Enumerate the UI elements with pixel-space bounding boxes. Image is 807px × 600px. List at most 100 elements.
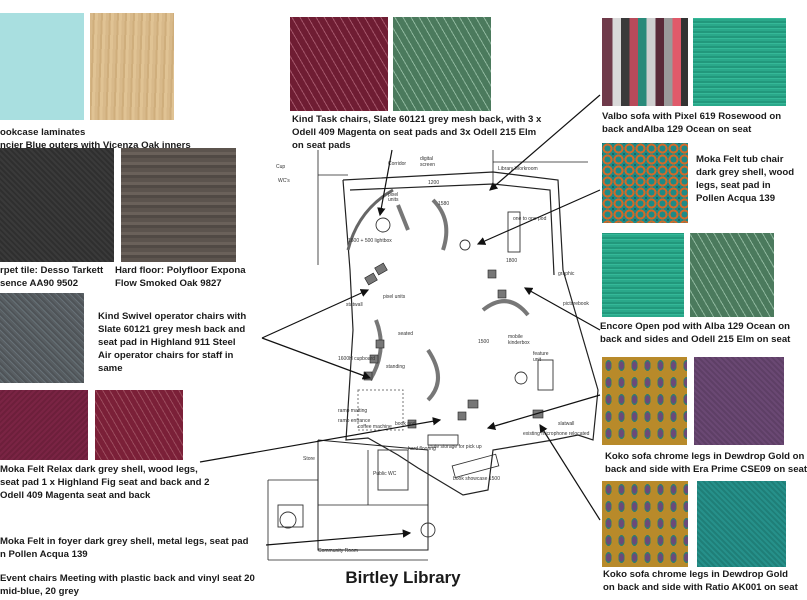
plan-label-statwall: statwall [346,302,363,308]
era-prime-swatch [694,357,784,445]
plan-chair [457,411,467,421]
plan-label-store: Store [303,456,315,462]
plan-label-onetoone: one to one pod [513,216,547,222]
plan-table [375,217,391,233]
floor-plan: Corridor digital screen Library Workroom… [267,150,599,561]
hard-floor-swatch [121,148,236,262]
dewdrop-gold-swatch [602,357,687,445]
caption-line: Slate 60121 grey mesh back and [98,324,246,335]
caption-line: Hard floor: Polyfloor Expona [115,265,246,276]
plan-label-1200: 1200 [428,180,439,186]
plan-desk [277,504,304,528]
alba-ocean-pod-swatch [602,233,684,317]
plan-showcase [451,453,500,479]
plan-label-coffee: coffee machine [358,424,392,430]
plan-label-unit: unit [533,357,542,363]
plan-label-hardflooring: hard flooring [408,446,436,452]
caption-line: rpet tile: Desso Tarkett [0,265,104,276]
plan-stairs [377,449,409,491]
plan-unit [537,359,554,391]
plan-label-feature: feature [533,351,549,357]
caption-line: on seat pads [292,140,351,151]
caption-line: back and sides and Odell 215 Elm on seat [600,334,791,345]
hardfloor-caption: Hard floor: Polyfloor Expona Flow Smoked… [115,264,246,290]
plan-label-ramp: ramp matting [338,408,367,414]
carpet-caption: rpet tile: Desso Tarkett sence AA90 9502 [0,264,103,290]
odell-magenta-swatch [290,17,388,111]
caption-line: Koko sofa chrome legs in Dewdrop Gold on [605,451,805,462]
bookcase-blue-swatch [0,13,84,120]
caption-line: same [98,363,123,374]
plan-sofa [426,348,440,402]
koko-sofa-caption-2: Koko sofa chrome legs in Dewdrop Gold on… [603,568,798,594]
foyer-chair-caption: Moka Felt in foyer dark grey shell, meta… [0,535,248,561]
caption-line: on back and side with Ratio AK001 on sea… [603,582,798,593]
caption-line: seat pad in Highland 911 Steel [98,337,236,348]
plan-label-lightbox: 1600 + 500 lightbox [348,238,392,244]
caption-line: Odell 409 Magenta seat and back [0,490,151,501]
plan-label-kinderbox: kinderbox [508,340,530,346]
highland-fig-swatch [0,390,88,460]
plan-title: Birtley Library [345,568,461,587]
plan-table [420,522,436,538]
plan-chair [467,399,479,409]
plan-label-units: units [388,197,399,203]
task-chair-caption: Kind Task chairs, Slate 60121 grey mesh … [292,113,541,152]
plan-table [514,371,528,385]
caption-line: Moka Felt tub chair [696,154,784,165]
plan-label-seated: seated [398,331,413,337]
alba-ocean-swatch [693,18,786,106]
caption-line: Encore Open pod with Alba 129 Ocean on [600,321,790,332]
plan-label-showcase: book showcase 1500 [453,476,500,482]
plan-label-screen: screen [420,162,435,168]
caption-line: mid-blue, 20 grey [0,586,79,597]
caption-line: legs, seat pad in [696,180,771,191]
encore-pod-caption: Encore Open pod with Alba 129 Ocean on b… [600,320,790,346]
swivel-chair-caption: Kind Swivel operator chairs with Slate 6… [98,310,246,375]
plan-label-pixel: pixel [388,192,398,198]
plan-label-mobile: mobile [508,334,523,340]
ratio-teal-swatch [697,481,786,567]
plan-label-digital: digital [420,156,433,162]
plan-label-slatwall: slatwall [558,421,574,427]
plan-label-graphic: graphic [558,271,575,277]
plan-label-standing: standing [386,364,405,370]
caption-line: Kind Swivel operator chairs with [98,311,247,322]
caption-line: back andAlba 129 Ocean on seat [602,124,752,135]
plan-chair [497,289,507,299]
caption-line: sence AA90 9502 [0,278,79,289]
plan-table [459,239,471,251]
plan-sofa [431,198,449,251]
plan-chair [487,269,497,279]
caption-line: back and side with Era Prime CSE09 on se… [605,464,807,475]
odell-elm-swatch [393,17,491,111]
plan-table [279,511,297,529]
vicenza-oak-swatch [90,13,174,120]
dewdrop-gold-swatch-2 [602,481,688,567]
odell-magenta-pattern-swatch [95,390,183,460]
pollen-acqua-swatch [602,143,688,223]
plan-label-pixelunits: pixel units [383,294,406,300]
plan-label-workroom: Library Workroom [498,166,538,172]
plan-sofa [368,319,383,382]
caption-line: Moka Felt Relax dark grey shell, wood le… [0,464,198,475]
plan-label-1600h: 1600H cupboard [338,356,375,362]
caption-line: Flow Smoked Oak 9827 [115,278,222,289]
bookcase-caption: ookcase laminates ncier Blue outers with… [0,126,191,152]
caption-line: Event chairs Meeting with plastic back a… [0,573,255,584]
caption-line: Kind Task chairs, Slate 60121 grey mesh … [292,114,542,125]
odell-elm-pod-swatch [690,233,774,317]
plan-label-wc: WC's [278,178,290,184]
caption-line: ookcase laminates [0,127,86,138]
plan-chair [364,272,378,286]
tub-chair-caption: Moka Felt tub chair dark grey shell, woo… [696,153,794,205]
plan-label-1800: 1800 [506,258,517,264]
plan-wall [317,439,429,551]
caption-line: seat pad 1 x Highland Fig seat and back … [0,477,210,488]
plan-label-cup: Cup [276,164,285,170]
caption-line: Valbo sofa with Pixel 619 Rosewood on [602,111,782,122]
caption-line: Moka Felt in foyer dark grey shell, meta… [0,536,249,547]
plan-label-picturebook: picturebook [563,301,589,307]
valbo-sofa-caption: Valbo sofa with Pixel 619 Rosewood on ba… [602,110,781,136]
plan-label-1580: 1580 [438,201,449,207]
